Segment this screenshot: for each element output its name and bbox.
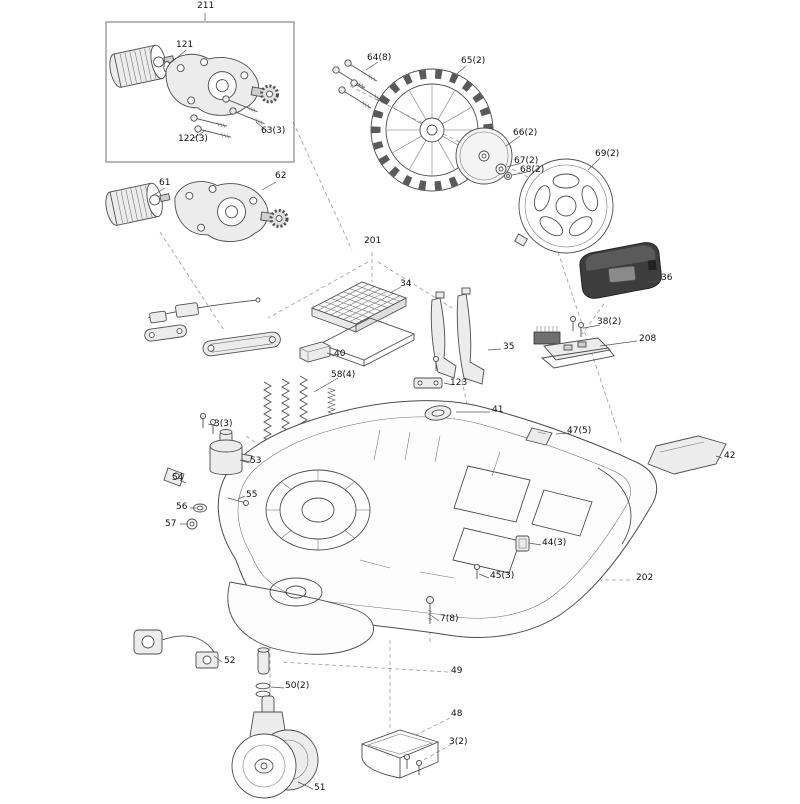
part-label-41: 41 [492,405,504,415]
washers-50 [255,682,271,698]
screw-3 [199,412,207,429]
bracket-35 [430,287,485,385]
bumper-52 [133,629,219,669]
chassis-202 [217,400,658,655]
screw-64 [337,85,373,112]
screw-38 [569,315,577,332]
part-label-57: 57 [165,519,177,529]
part-label-69: 69(2) [595,149,620,159]
part-label-201: 201 [364,236,382,246]
part-label-68: 68(2) [520,165,545,175]
leader-lines [151,13,723,790]
pin-49 [257,647,270,675]
clip-44 [515,535,530,552]
part-40 [299,341,331,363]
part-label-38: 38(2) [597,317,622,327]
screw-3b [415,759,423,776]
part-label-51: 51 [314,783,326,793]
screw-7 [426,596,434,624]
part-label-58: 58(4) [331,370,356,380]
part-label-50: 50(2) [285,681,310,691]
screw-63 [228,106,267,128]
part-label-40: 40 [334,349,346,359]
part-label-202: 202 [636,573,654,583]
pin-55 [227,497,249,506]
wheel-cap-69 [514,158,614,254]
part-label-63: 63(3) [261,126,286,136]
part-label-3b: 3(2) [449,737,468,747]
part-label-62: 62 [275,171,287,181]
part-label-208: 208 [639,334,657,344]
part-label-67: 67(2) [514,156,539,166]
part-label-211: 211 [197,1,215,11]
part-label-53: 53 [250,456,262,466]
part-label-121: 121 [176,40,194,50]
part-label-45: 45(3) [490,571,515,581]
battery-36 [579,242,662,299]
clip-123 [413,377,443,389]
washer-67 [495,163,507,175]
part-label-54: 54 [172,473,184,483]
canister-53 [209,429,253,475]
wheel-assembly [331,58,614,254]
part-label-56: 56 [176,502,188,512]
ring-56 [193,503,207,513]
filter-34 [310,281,416,367]
part-label-42: 42 [724,451,736,461]
rail-assembly-201 [144,297,281,357]
part-label-34: 34 [400,279,412,289]
screw-64 [331,65,367,92]
part-label-55: 55 [246,490,258,500]
disc-66 [455,127,513,185]
board-assembly-208 [533,326,615,369]
part-label-36: 36 [661,273,673,283]
part-label-3a: 3(3) [214,419,233,429]
part-label-123: 123 [450,378,468,388]
screw-3b [403,753,411,770]
part-label-122: 122(3) [178,134,208,144]
part-label-52: 52 [224,656,236,666]
part-label-66: 66(2) [513,128,538,138]
part-label-7: 7(8) [440,614,459,624]
assembly-211-box [105,21,295,163]
tray-48 [360,729,440,779]
plate-42 [647,435,727,475]
part-label-47: 47(5) [567,426,592,436]
screw-38 [577,321,585,338]
part-41 [424,405,452,421]
part-label-44: 44(3) [542,538,567,548]
part-label-64: 64(8) [367,53,392,63]
bracket-54 [163,467,185,487]
washer-57 [186,518,198,530]
part-47 [525,427,553,446]
gearbox-62 [168,174,293,251]
caster-wheel-51 [231,695,319,799]
part-label-48: 48 [451,709,463,719]
part-label-35: 35 [503,342,515,352]
part-label-61: 61 [159,178,171,188]
part-label-65: 65(2) [461,56,486,66]
washer-68 [504,172,512,180]
part-label-49: 49 [451,666,463,676]
